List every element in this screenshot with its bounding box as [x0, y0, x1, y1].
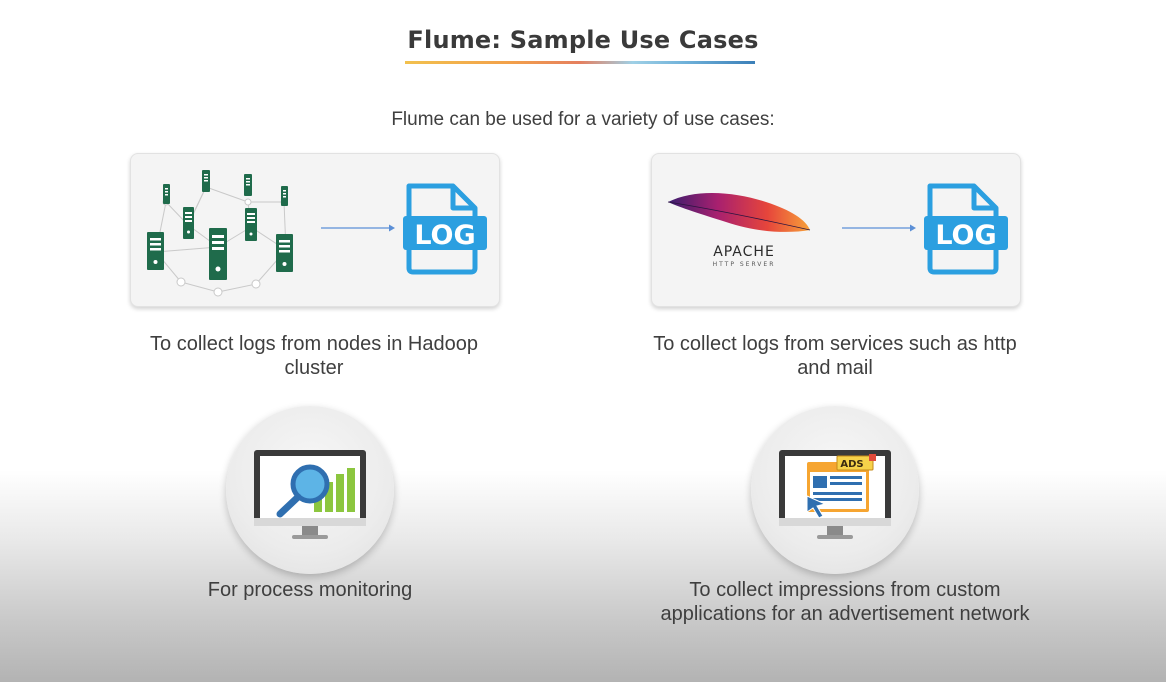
log-label: LOG: [935, 220, 996, 251]
intro-text: Flume can be used for a variety of use c…: [391, 109, 775, 130]
ads-label: ADS: [840, 459, 863, 470]
monitor-analytics-icon: [254, 450, 366, 539]
arrow-right-icon: [321, 224, 395, 232]
use-case-card-apache: APACHE HTTP SERVER LOG: [651, 153, 1021, 307]
server-cluster-icon: [147, 170, 293, 297]
apache-logo: APACHE HTTP SERVER: [667, 192, 811, 268]
apache-logo-text: APACHE: [713, 244, 775, 260]
log-file-icon: LOG: [924, 183, 1008, 275]
use-case-caption-hadoop: To collect logs from nodes in Hadoop clu…: [150, 333, 478, 379]
use-case-caption-monitoring: For process monitoring: [207, 579, 413, 601]
apache-logo-subtext: HTTP SERVER: [713, 261, 776, 268]
title-underline: [405, 61, 755, 64]
log-label: LOG: [414, 220, 475, 251]
page-title: Flume: Sample Use Cases: [407, 26, 759, 54]
log-file-icon: LOG: [403, 183, 487, 275]
use-case-circle-ads: ADS: [751, 406, 919, 574]
use-case-caption-ads: To collect impressions from custom appli…: [660, 579, 1030, 625]
use-case-caption-services: To collect logs from services such as ht…: [653, 333, 1017, 379]
use-case-circle-monitoring: [226, 406, 394, 574]
monitor-ads-icon: ADS: [779, 450, 891, 539]
use-case-card-hadoop: LOG: [130, 153, 500, 307]
arrow-right-icon: [842, 224, 916, 232]
